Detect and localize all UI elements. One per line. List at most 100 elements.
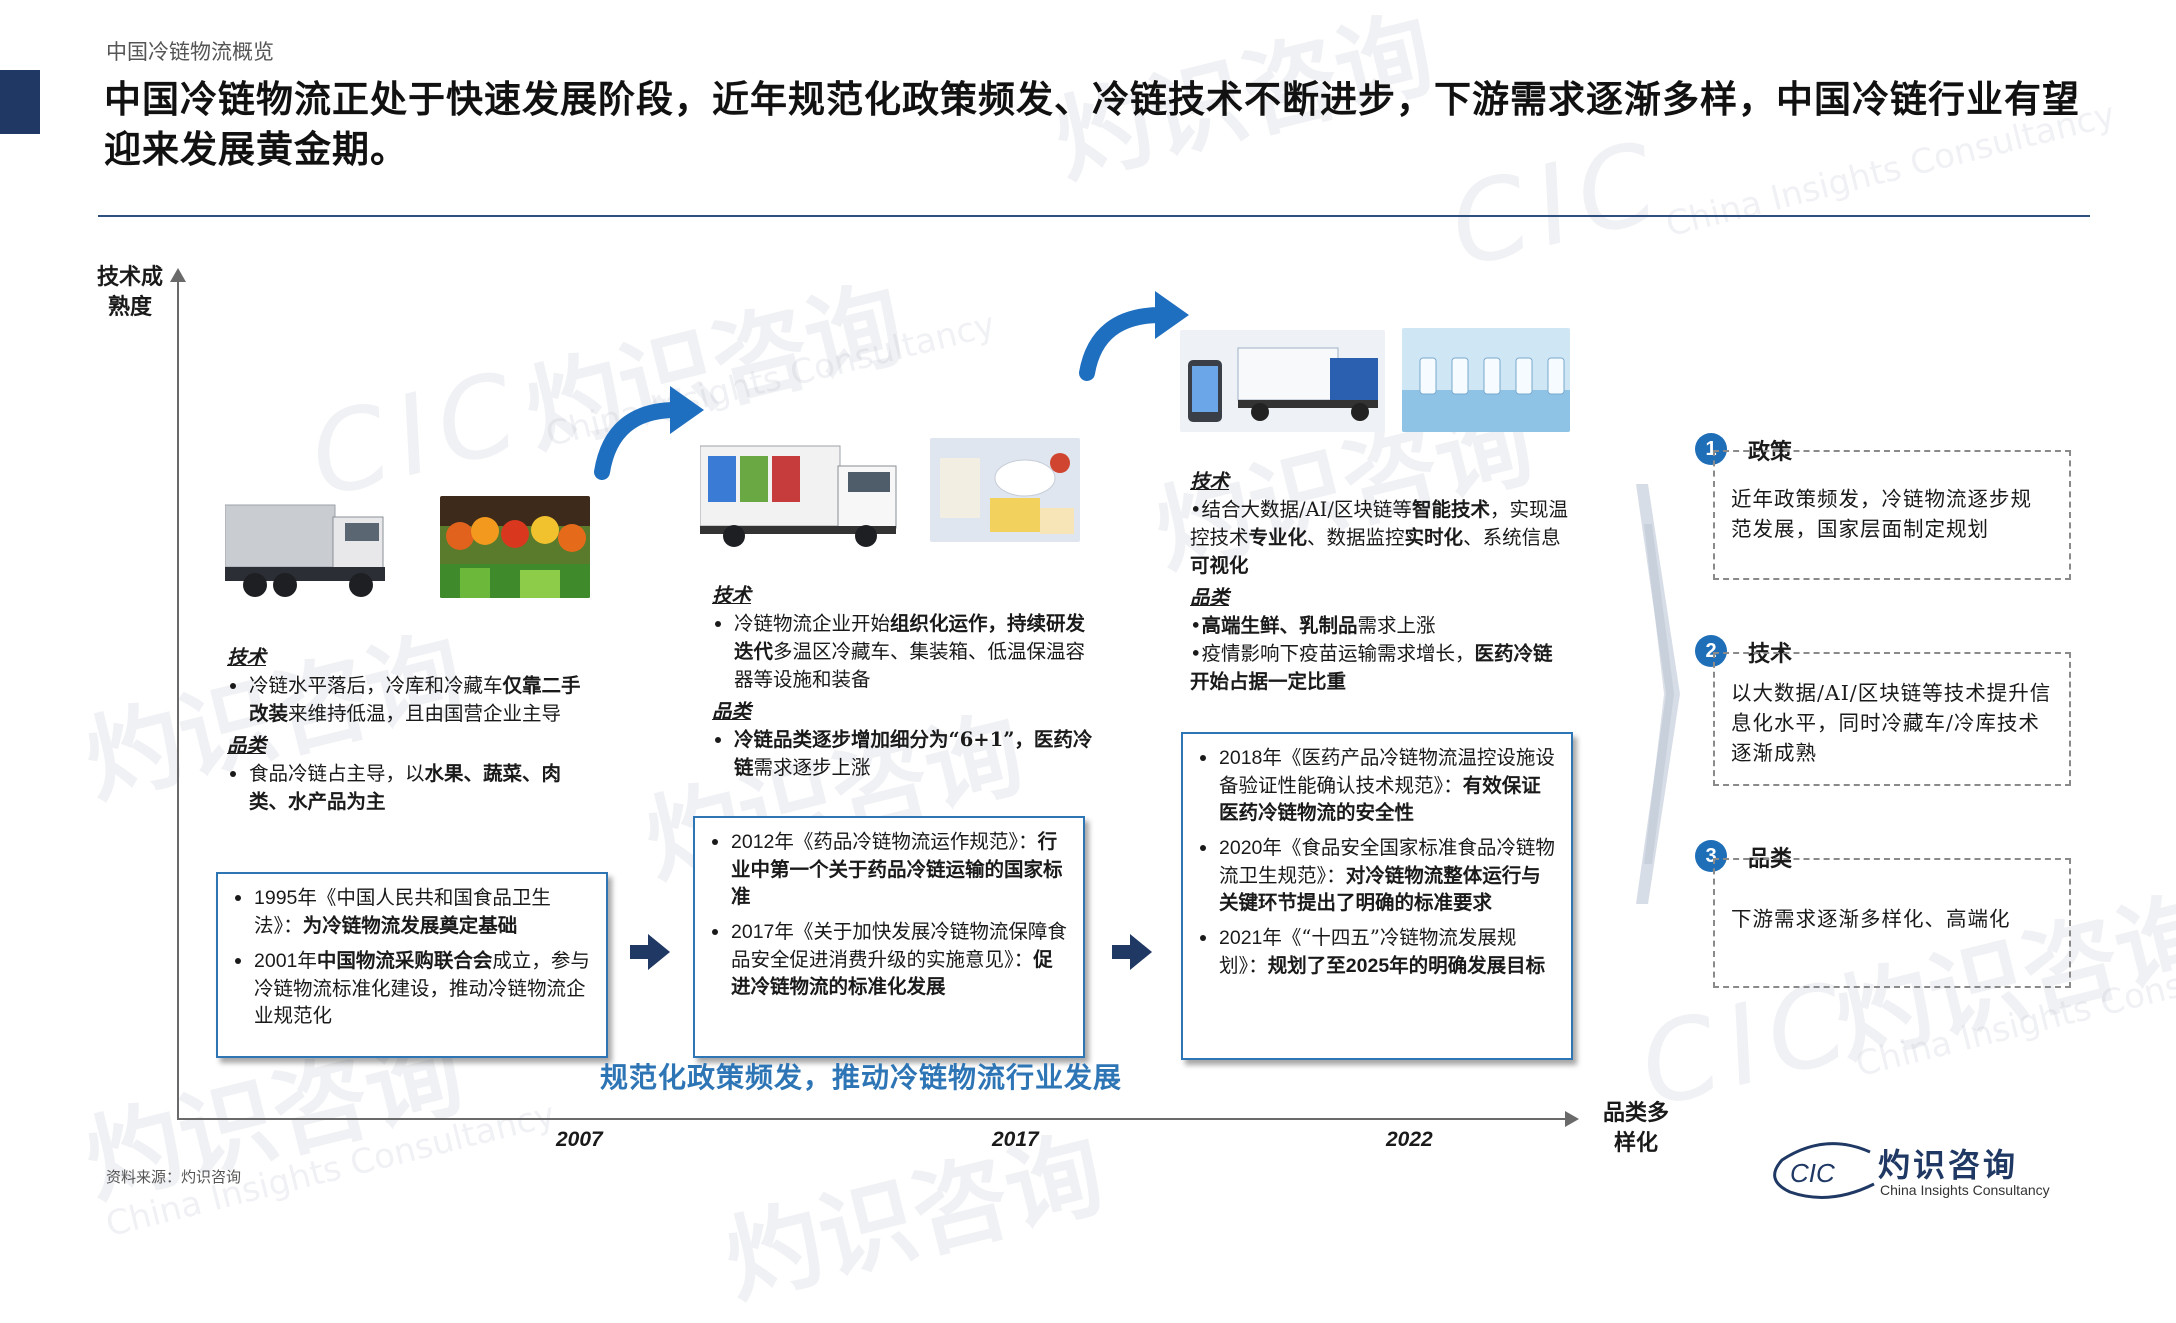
list-item: 2001年中国物流采购联合会成立，参与冷链物流标准化建设，推动冷链物流企业规范化 — [254, 947, 594, 1029]
summary-title: 技术 — [1748, 641, 1793, 667]
dairy-food-image — [930, 438, 1080, 542]
summary-number-badge: 2 — [1695, 635, 1727, 667]
summary-text: 近年政策频发，冷链物流逐步规范发展，国家层面制定规划 — [1731, 487, 2032, 541]
year-label: 2017 — [992, 1128, 1039, 1151]
list-item: 2017年《关于加快发展冷链物流保障食品安全促进消费升级的实施意见》：促进冷链物… — [731, 918, 1071, 1000]
emphasis-text: 年的明确发展目标 — [1389, 954, 1546, 977]
summary-number-badge: 3 — [1695, 840, 1727, 872]
truck-image — [225, 504, 385, 597]
list-item: 冷链水平落后，冷库和冷藏车仅靠二手改装来维持低温，且由国营企业主导 — [249, 672, 597, 728]
y-axis-line — [177, 280, 179, 1120]
emphasis-text: 为冷链物流发展奠定基础 — [302, 914, 518, 937]
emphasis-text: 医药冷链开始占据一定比重 — [1190, 642, 1553, 693]
stage-2022-description: 技术 •结合大数据/AI/区块链等智能技术，实现温控技术专业化、数据监控实时化、… — [1190, 464, 1570, 696]
text-run: 年《中国人民共和国食品卫生法》： — [254, 886, 551, 937]
text-run: 成立，参与冷链物流标准化建设，推动冷链物流企业规范化 — [254, 949, 590, 1027]
emphasis-text: 对冷链物流整体运行与关键环节提出了明确的标准要求 — [1219, 864, 1541, 914]
year-label: 2022 — [1386, 1128, 1433, 1151]
tech-list: 冷链水平落后，冷库和冷藏车仅靠二手改装来维持低温，且由国营企业主导 — [227, 672, 597, 728]
text-run: •结合大数据/AI/区块链等 — [1190, 498, 1412, 521]
policy-list: 2018年《医药产品冷链物流温控设施设备验证性能确认技术规范》：有效保证医药冷链… — [1193, 744, 1559, 980]
curved-arrow-icon — [1079, 291, 1189, 381]
x-axis-arrowhead — [1565, 1111, 1579, 1127]
text-run: 2001 — [254, 950, 298, 972]
text-run: 需求逐步上涨 — [753, 756, 871, 779]
policy-box-2007: 1995年《中国人民共和国食品卫生法》：为冷链物流发展奠定基础 2001年中国物流… — [216, 872, 608, 1058]
text-run: •疫情影响下疫苗运输需求增长， — [1190, 642, 1475, 665]
text-run: 1995 — [254, 887, 298, 909]
text-run: 、系统信息 — [1463, 526, 1561, 549]
text-run: 2017 — [731, 921, 775, 943]
text-run: 年《关于加快发展冷链物流保障食品安全促进消费升级的实施意见》： — [731, 920, 1067, 971]
curved-arrow-icon — [594, 386, 704, 480]
list-item: •疫情影响下疫苗运输需求增长，医药冷链开始占据一定比重 — [1190, 640, 1570, 696]
text-run: 年《医药产品冷链物流温控设施设备验证性能确认技术规范》： — [1219, 746, 1555, 797]
tech-heading: 技术 — [1190, 470, 1230, 493]
text-run: 需求上涨 — [1357, 614, 1436, 637]
cic-logo: CIC — [1773, 1142, 1875, 1199]
emphasis-text: 仅靠二手改装 — [249, 674, 581, 725]
list-item: 1995年《中国人民共和国食品卫生法》：为冷链物流发展奠定基础 — [254, 884, 594, 939]
emphasis-text: 专业化 — [1248, 526, 1308, 549]
tech-heading: 技术 — [227, 646, 267, 669]
right-block-arrow-icon — [630, 934, 670, 970]
summary-title: 政策 — [1748, 439, 1793, 465]
list-item: 2018年《医药产品冷链物流温控设施设备验证性能确认技术规范》：有效保证医药冷链… — [1219, 744, 1559, 826]
policy-list: 2012年《药品冷链物流运作规范》：行业中第一个关于药品冷链运输的国家标准201… — [705, 828, 1071, 1000]
category-heading: 品类 — [227, 734, 267, 757]
category-list: •高端生鲜、乳制品需求上涨•疫情影响下疫苗运输需求增长，医药冷链开始占据一定比重 — [1190, 612, 1570, 696]
list-item: 冷链品类逐步增加细分为“6+1”，医药冷链需求逐步上涨 — [734, 726, 1097, 782]
y-axis-arrowhead — [170, 268, 186, 282]
y-axis-label: 技术成熟度 — [96, 264, 163, 320]
stage-2017-description: 技术 冷链物流企业开始组织化运作，持续研发迭代多温区冷藏车、集装箱、低温保温容器… — [712, 578, 1097, 782]
list-item: •高端生鲜、乳制品需求上涨 — [1190, 612, 1570, 640]
emphasis-text: 冷链品类逐步增加细分为“6+1”，医药冷链 — [734, 728, 1093, 779]
stage-2007-description: 技术 冷链水平落后，冷库和冷藏车仅靠二手改装来维持低温，且由国营企业主导 品类 … — [227, 640, 597, 816]
text-run: 冷链水平落后，冷库和冷藏车 — [249, 674, 503, 697]
bottom-caption: 规范化政策频发，推动冷链物流行业发展 — [600, 1061, 1123, 1094]
category-heading: 品类 — [1190, 586, 1230, 609]
summary-number-badge: 1 — [1695, 433, 1727, 465]
emphasis-text: 水果、蔬菜、肉类、水产品为主 — [249, 762, 562, 813]
headline: 中国冷链物流正处于快速发展阶段，近年规范化政策频发、冷链技术不断进步，下游需求逐… — [104, 77, 2080, 171]
year-label: 2007 — [556, 1128, 603, 1151]
tech-list: 冷链物流企业开始组织化运作，持续研发迭代多温区冷藏车、集装箱、低温保温容器等设施… — [712, 610, 1097, 694]
text-run: 2012 — [731, 831, 775, 853]
policy-box-2022: 2018年《医药产品冷链物流温控设施设备验证性能确认技术规范》：有效保证医药冷链… — [1181, 732, 1573, 1060]
text-run: 年 — [297, 949, 317, 972]
cold-chain-logistics-image — [1180, 330, 1385, 432]
text-run: 2018 — [1219, 747, 1263, 769]
text-run: 年《食品安全国家标准食品冷链物流卫生规范》： — [1219, 836, 1555, 887]
refrigerated-truck-image — [700, 445, 897, 547]
side-accent-bar — [0, 70, 40, 134]
text-run: 冷链物流企业开始 — [734, 612, 891, 635]
policy-list: 1995年《中国人民共和国食品卫生法》：为冷链物流发展奠定基础 2001年中国物流… — [228, 884, 594, 1029]
svg-text:CIC: CIC — [1790, 1158, 1835, 1188]
emphasis-text: 促进冷链物流的标准化发展 — [731, 948, 1053, 998]
list-item: 2021年《“十四五”冷链物流发展规划》：规划了至2025年的明确发展目标 — [1219, 924, 1559, 980]
tech-heading: 技术 — [712, 584, 752, 607]
source-note: 资料来源：灼识咨询 — [106, 1168, 242, 1186]
category-list: 冷链品类逐步增加细分为“6+1”，医药冷链需求逐步上涨 — [712, 726, 1097, 782]
category-heading: 品类 — [712, 700, 752, 723]
text-run: 年《药品冷链物流运作规范》： — [774, 830, 1038, 853]
list-item: 2012年《药品冷链物流运作规范》：行业中第一个关于药品冷链运输的国家标准 — [731, 828, 1071, 910]
section-label: 中国冷链物流概览 — [106, 40, 274, 64]
text-run: 食品冷链占主导，以 — [249, 762, 425, 785]
list-item: 食品冷链占主导，以水果、蔬菜、肉类、水产品为主 — [249, 760, 597, 816]
emphasis-text: 行业中第一个关于药品冷链运输的国家标准 — [731, 830, 1063, 908]
text-run: 、数据监控 — [1307, 526, 1405, 549]
text-run: ，实现温控技术 — [1190, 498, 1568, 549]
chevron-bracket-icon — [1636, 484, 1680, 904]
emphasis-text: 智能技术 — [1411, 498, 1490, 521]
text-run: 2020 — [1219, 837, 1263, 859]
summary-text: 下游需求逐渐多样化、高端化 — [1731, 907, 2011, 931]
emphasis-text: 高端生鲜、乳制品 — [1201, 614, 1358, 637]
category-list: 食品冷链占主导，以水果、蔬菜、肉类、水产品为主 — [227, 760, 597, 816]
logo-name: 灼识咨询 — [1878, 1146, 2019, 1184]
x-axis-line — [177, 1118, 1567, 1120]
emphasis-text: 规划了至 — [1267, 954, 1346, 977]
text-run: 2021 — [1219, 927, 1263, 949]
list-item: 2020年《食品安全国家标准食品冷链物流卫生规范》：对冷链物流整体运行与关键环节… — [1219, 834, 1559, 916]
policy-box-2017: 2012年《药品冷链物流运作规范》：行业中第一个关于药品冷链运输的国家标准201… — [693, 816, 1085, 1058]
